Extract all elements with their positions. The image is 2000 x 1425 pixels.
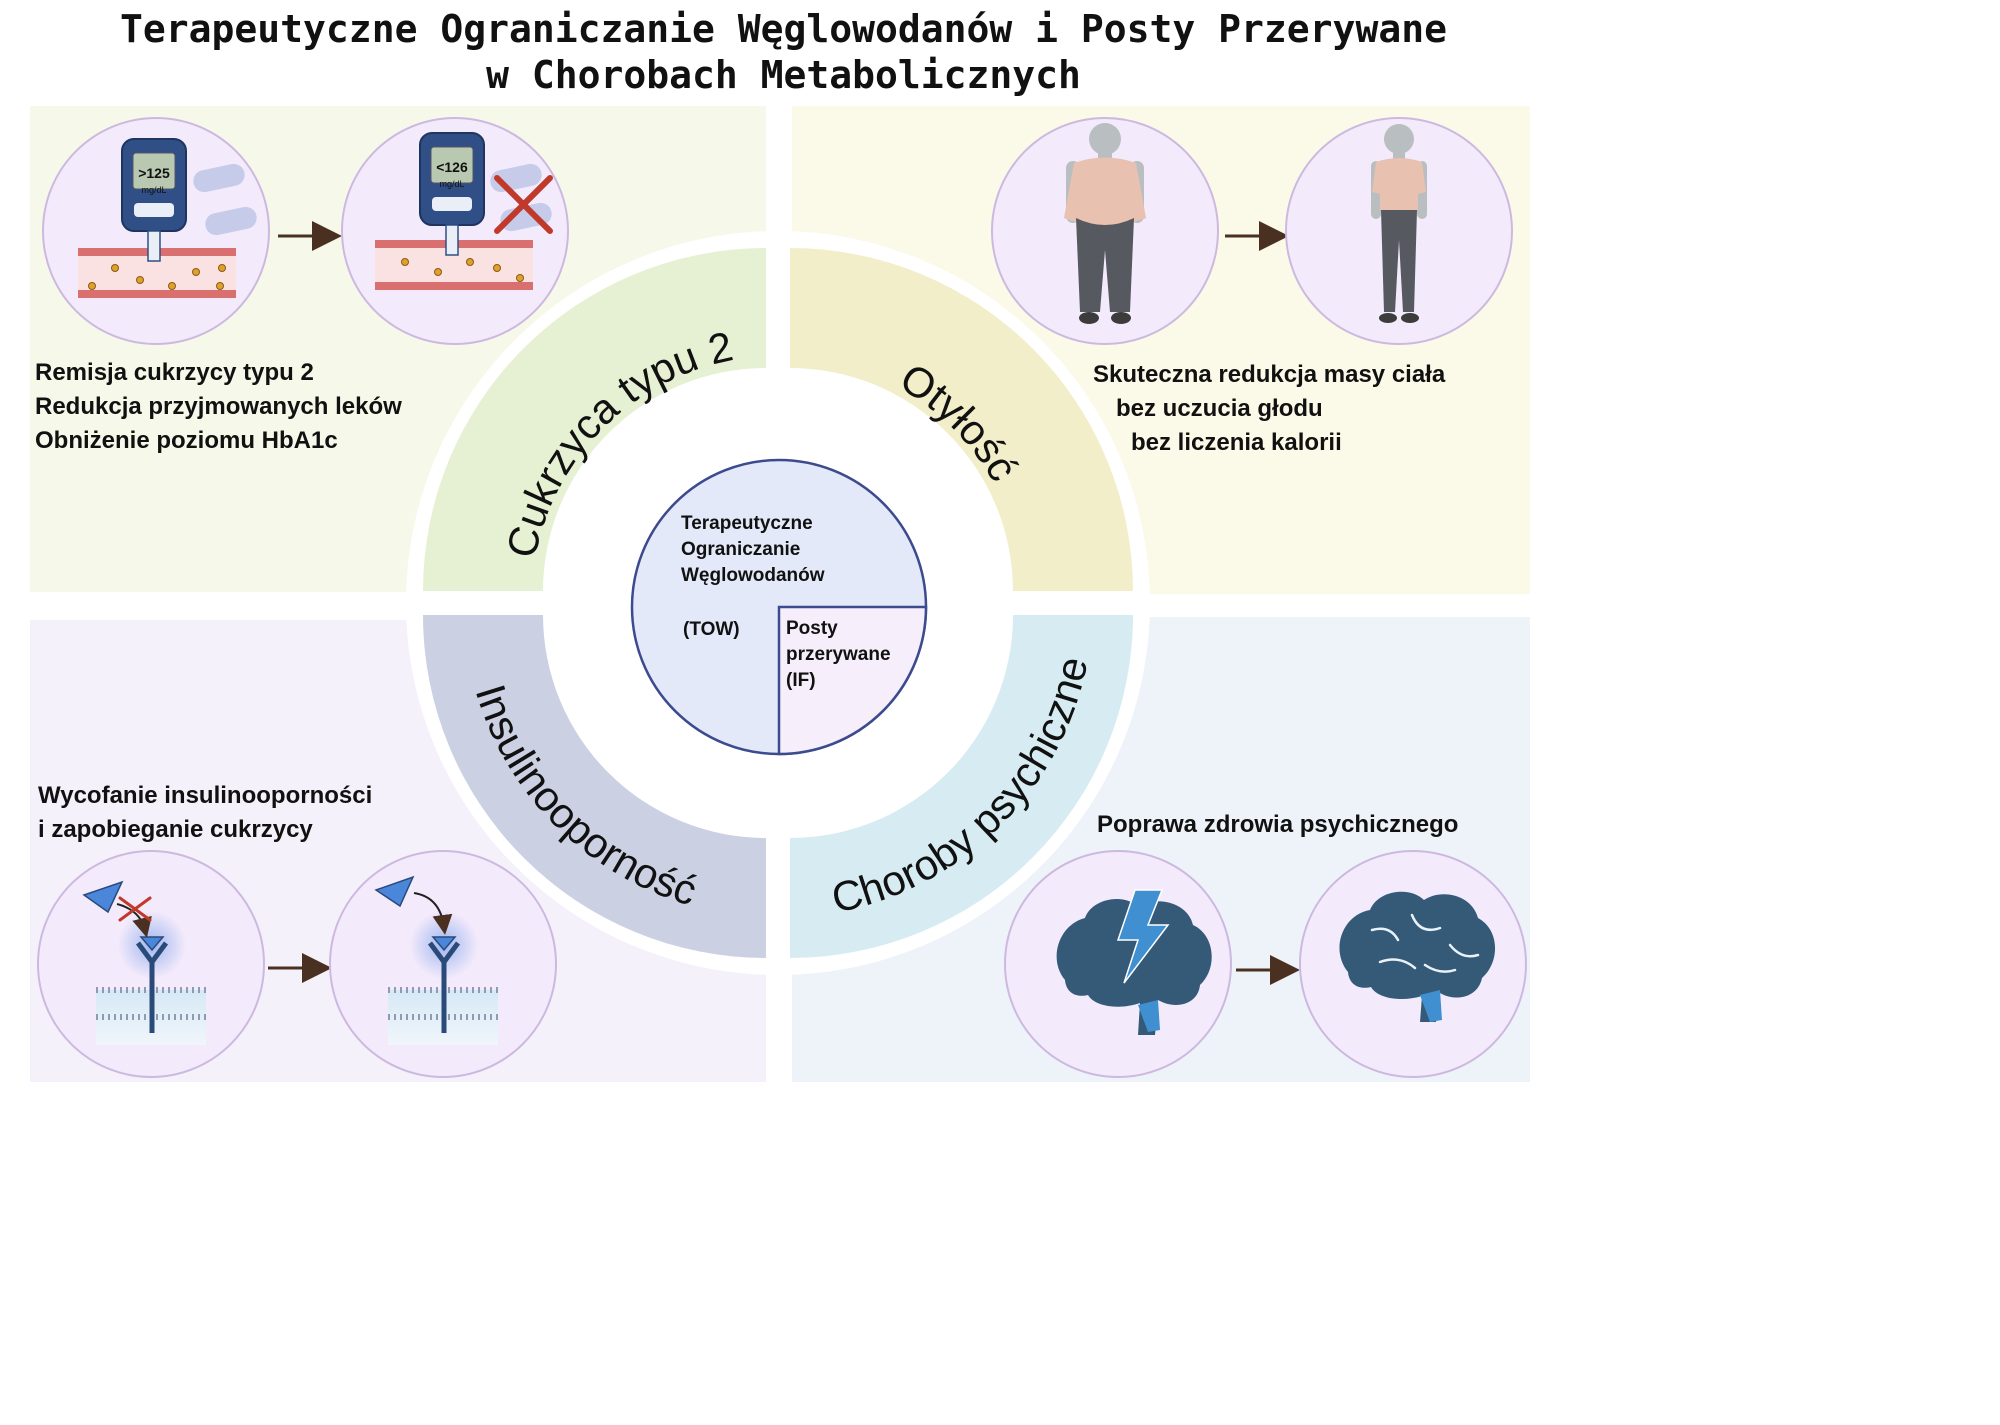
lightning-bolt-icon: [1116, 889, 1170, 984]
effect-item: Obniżenie poziomu HbA1c: [35, 427, 338, 454]
insulin-effects: Wycofanie insulinooporności i zapobiegan…: [38, 779, 372, 847]
brain-calm-illustration: [1299, 850, 1527, 1078]
ring-segment-mental: [790, 615, 1133, 958]
effect-item: bez uczucia głodu: [1116, 395, 1323, 422]
title-line-1: Terapeutyczne Ograniczanie Węglowodanów …: [120, 7, 1447, 51]
ring-segment-insulin: [423, 615, 766, 958]
center-if-label: Posty przerywane (IF): [786, 616, 891, 694]
title-line-2: w Chorobach Metabolicznych: [486, 53, 1081, 97]
insulin-molecule-icon: [82, 880, 124, 914]
person-after-illustration: [1285, 117, 1513, 345]
diabetes-after-illustration: <126 mg/dL: [341, 117, 569, 345]
diagram-canvas: Cukrzyca typu 2 Otyłość Insulinooporność…: [37, 117, 1527, 1078]
mental-effects: Poprawa zdrowia psychicznego: [1097, 808, 1458, 842]
diabetes-effects: Remisja cukrzycy typu 2 Redukcja przyjmo…: [35, 356, 402, 458]
tow-line: Terapeutyczne: [681, 513, 813, 534]
brain-icon: [1339, 891, 1496, 1022]
center-diagram: [630, 458, 928, 756]
effect-item: Redukcja przyjmowanych leków: [35, 393, 402, 420]
tow-line: Ograniczanie: [681, 539, 801, 560]
effect-item: Skuteczna redukcja masy ciała: [1093, 361, 1446, 388]
ring-segment-diabetes: [423, 248, 766, 591]
if-line: (IF): [786, 670, 816, 691]
meter-reading-after: <126: [436, 159, 468, 175]
receptor-blocked-illustration: [37, 850, 265, 1078]
ring-segment-obesity: [790, 248, 1133, 591]
effect-item: i zapobieganie cukrzycy: [38, 816, 313, 843]
cross-icon: [118, 896, 152, 922]
effect-item: bez liczenia kalorii: [1131, 429, 1342, 456]
cross-icon: [494, 175, 553, 234]
meter-unit-before: mg/dL: [141, 185, 166, 195]
insulin-molecule-icon: [374, 875, 415, 908]
page-title: Terapeutyczne Ograniczanie Węglowodanów …: [0, 6, 1567, 98]
effect-item: Poprawa zdrowia psychicznego: [1097, 811, 1459, 838]
meter-reading-before: >125: [138, 165, 170, 181]
diabetes-before-illustration: >125 mg/dL: [42, 117, 270, 345]
if-line: przerywane: [786, 644, 891, 665]
tow-line: Węglowodanów: [681, 565, 825, 586]
person-before-illustration: [991, 117, 1219, 345]
meter-unit-after: mg/dL: [439, 179, 464, 189]
obesity-effects: Skuteczna redukcja masy ciała bez uczuci…: [1093, 358, 1445, 460]
effect-item: Remisja cukrzycy typu 2: [35, 359, 314, 386]
receptor-bound-illustration: [329, 850, 557, 1078]
center-if-sector: [777, 605, 928, 756]
brain-stressed-illustration: [1004, 850, 1232, 1078]
effect-item: Wycofanie insulinooporności: [38, 782, 373, 809]
if-line: Posty: [786, 618, 838, 639]
center-tow-label: Terapeutyczne Ograniczanie Węglowodanów: [681, 511, 825, 589]
center-tow-abbr: (TOW): [683, 619, 740, 640]
